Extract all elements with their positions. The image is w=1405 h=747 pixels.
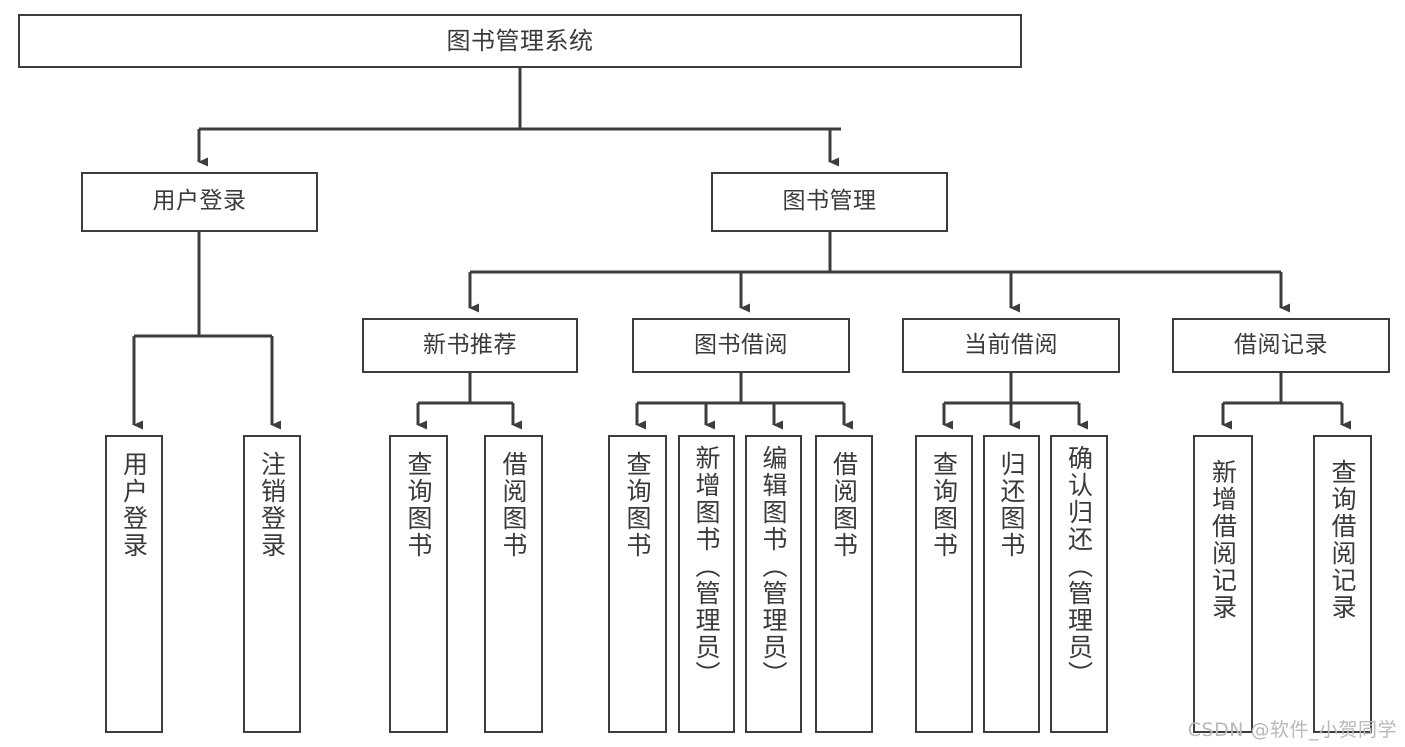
node-leaf-query-book-2[interactable]: 查询图书 <box>608 435 667 733</box>
node-leaf-confirm-return-label: 确认归还（管理员） <box>1064 445 1094 688</box>
node-leaf-add-record[interactable]: 新增借阅记录 <box>1193 435 1253 733</box>
node-leaf-borrow-book-1-label: 借阅图书 <box>499 451 528 559</box>
node-leaf-confirm-return[interactable]: 确认归还（管理员） <box>1050 435 1108 733</box>
node-book-borrow[interactable]: 图书借阅 <box>632 318 850 373</box>
node-current-borrow[interactable]: 当前借阅 <box>902 318 1120 373</box>
node-current-borrow-label: 当前借阅 <box>964 331 1058 358</box>
node-book-management-label: 图书管理 <box>782 188 877 215</box>
node-leaf-return-book-label: 归还图书 <box>997 451 1026 559</box>
node-leaf-user-login-label: 用户登录 <box>119 451 149 559</box>
node-new-book-recommend[interactable]: 新书推荐 <box>362 318 578 373</box>
node-root[interactable]: 图书管理系统 <box>18 14 1022 68</box>
node-book-borrow-label: 图书借阅 <box>694 331 788 358</box>
node-leaf-query-book-1-label: 查询图书 <box>404 451 433 559</box>
node-user-login[interactable]: 用户登录 <box>81 172 318 232</box>
node-leaf-query-book-2-label: 查询图书 <box>623 451 652 559</box>
watermark: CSDN @软件_小贺同学 <box>1187 719 1397 741</box>
node-leaf-query-book-3[interactable]: 查询图书 <box>915 435 973 733</box>
node-leaf-user-login[interactable]: 用户登录 <box>105 435 163 733</box>
node-leaf-user-logout-label: 注销登录 <box>257 451 287 559</box>
node-book-management[interactable]: 图书管理 <box>711 172 948 232</box>
node-leaf-borrow-book-2[interactable]: 借阅图书 <box>815 435 873 733</box>
node-leaf-borrow-book-2-label: 借阅图书 <box>829 451 859 559</box>
node-leaf-edit-book-label: 编辑图书（管理员） <box>759 445 788 688</box>
node-leaf-return-book[interactable]: 归还图书 <box>983 435 1040 733</box>
node-leaf-borrow-book-1[interactable]: 借阅图书 <box>484 435 543 733</box>
node-leaf-add-book[interactable]: 新增图书（管理员） <box>678 435 735 733</box>
node-leaf-query-record-label: 查询借阅记录 <box>1328 459 1357 621</box>
node-leaf-query-book-3-label: 查询图书 <box>929 451 959 559</box>
node-leaf-query-book-1[interactable]: 查询图书 <box>389 435 448 733</box>
node-borrow-record[interactable]: 借阅记录 <box>1172 318 1390 373</box>
node-leaf-add-book-label: 新增图书（管理员） <box>692 445 721 688</box>
node-leaf-add-record-label: 新增借阅记录 <box>1208 459 1238 621</box>
node-borrow-record-label: 借阅记录 <box>1234 331 1328 358</box>
node-leaf-query-record[interactable]: 查询借阅记录 <box>1313 435 1372 733</box>
node-leaf-user-logout[interactable]: 注销登录 <box>243 435 301 733</box>
node-root-label: 图书管理系统 <box>446 26 594 55</box>
node-user-login-label: 用户登录 <box>152 188 247 215</box>
node-new-book-recommend-label: 新书推荐 <box>423 331 517 358</box>
node-leaf-edit-book[interactable]: 编辑图书（管理员） <box>745 435 802 733</box>
